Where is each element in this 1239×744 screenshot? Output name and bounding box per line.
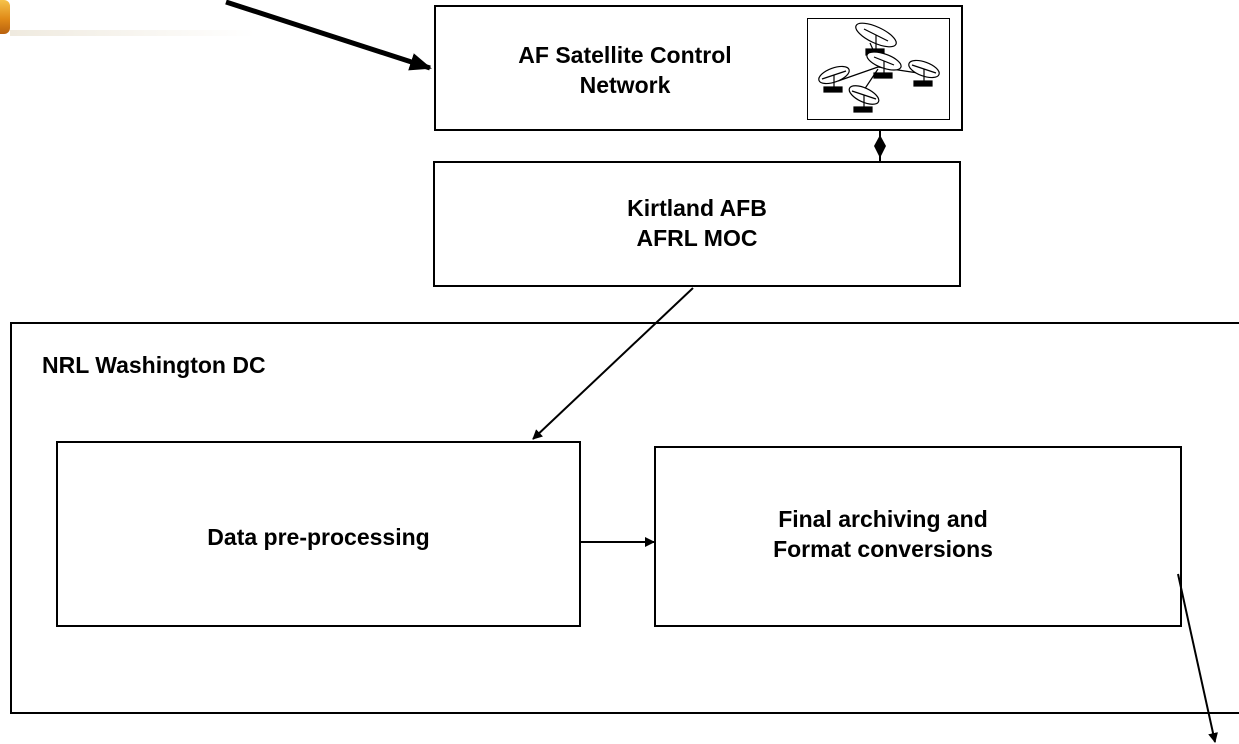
link-af-network-kirtland: [874, 131, 886, 161]
kirtland-afrl-moc-box: [433, 161, 961, 287]
af-satellite-control-network-label: AF Satellite Control Network: [518, 42, 732, 98]
satellite-dish-icon: [807, 18, 950, 120]
nrl-washington-label: NRL Washington DC: [42, 352, 266, 378]
arrow-kirtland-to-preprocessing: [532, 287, 694, 440]
final-archiving-box: [654, 446, 1182, 627]
data-preprocessing-label: Data pre-processing: [207, 524, 430, 550]
kirtland-afrl-moc-label: Kirtland AFB AFRL MOC: [627, 195, 767, 251]
data-preprocessing-box: [56, 441, 581, 627]
arrow-logo-to-af-network: [225, 0, 432, 71]
logo-shadow: [10, 30, 255, 36]
final-archiving-label: Final archiving and Format conversions: [773, 506, 993, 562]
logo-icon: [0, 0, 10, 34]
arrow-archiving-out: [1177, 573, 1218, 743]
